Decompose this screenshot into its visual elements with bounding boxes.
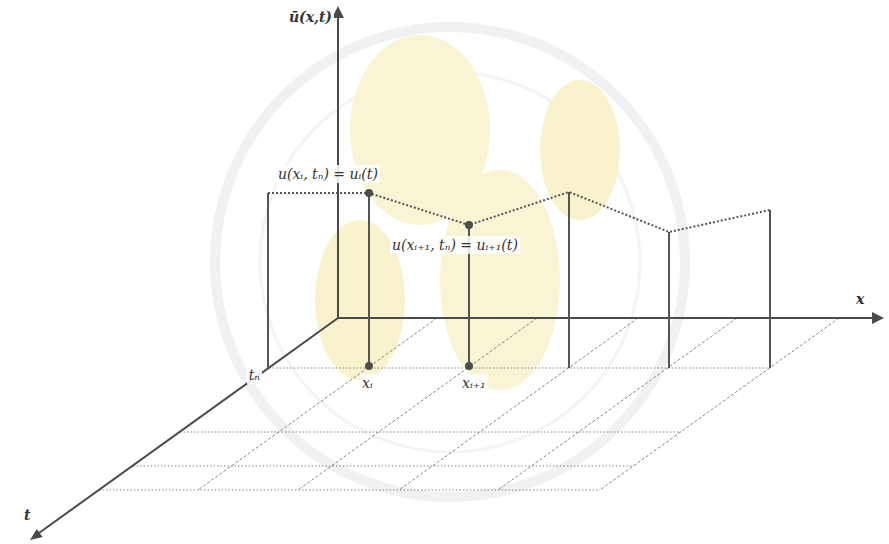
grid-point [465, 362, 473, 370]
grid-line [498, 318, 737, 490]
t-axis [39, 318, 338, 533]
axis-label: x [854, 290, 866, 308]
grid-point [365, 362, 373, 370]
grid-point [465, 221, 473, 229]
points [365, 189, 473, 370]
grid-line [180, 432, 681, 433]
value-label: u(xᵢ, tₙ) = uᵢ(t) [276, 165, 380, 183]
grid-line [298, 318, 537, 490]
approximation-line [268, 192, 770, 232]
watermark [215, 27, 685, 497]
value-bar [769, 210, 771, 368]
grid-point [365, 189, 373, 197]
value-bar [267, 193, 269, 368]
value-bar [668, 232, 670, 368]
grid-label: xᵢ [360, 374, 375, 392]
watermark-shape [540, 80, 620, 220]
grid-line [600, 318, 839, 490]
value-label: u(xᵢ₊₁, tₙ) = uᵢ₊₁(t) [390, 236, 520, 254]
grid-label: tₙ [247, 366, 262, 384]
watermark-shape [440, 170, 560, 390]
axis-label: t [22, 506, 32, 524]
axis-label: ū(x,t) [287, 8, 334, 26]
grid-line [133, 466, 634, 467]
x-axis [338, 317, 874, 319]
value-bars [268, 192, 770, 368]
axes [30, 6, 884, 540]
grid-line [399, 318, 638, 490]
arrow-head [30, 529, 43, 540]
grid-line [99, 490, 600, 491]
grid-line [198, 318, 437, 490]
value-bar [368, 193, 370, 366]
grid-line [269, 368, 770, 369]
watermark-ring [215, 27, 685, 497]
arrow-head [872, 312, 884, 324]
grid-label: xᵢ₊₁ [460, 374, 488, 392]
value-bar [568, 192, 570, 368]
